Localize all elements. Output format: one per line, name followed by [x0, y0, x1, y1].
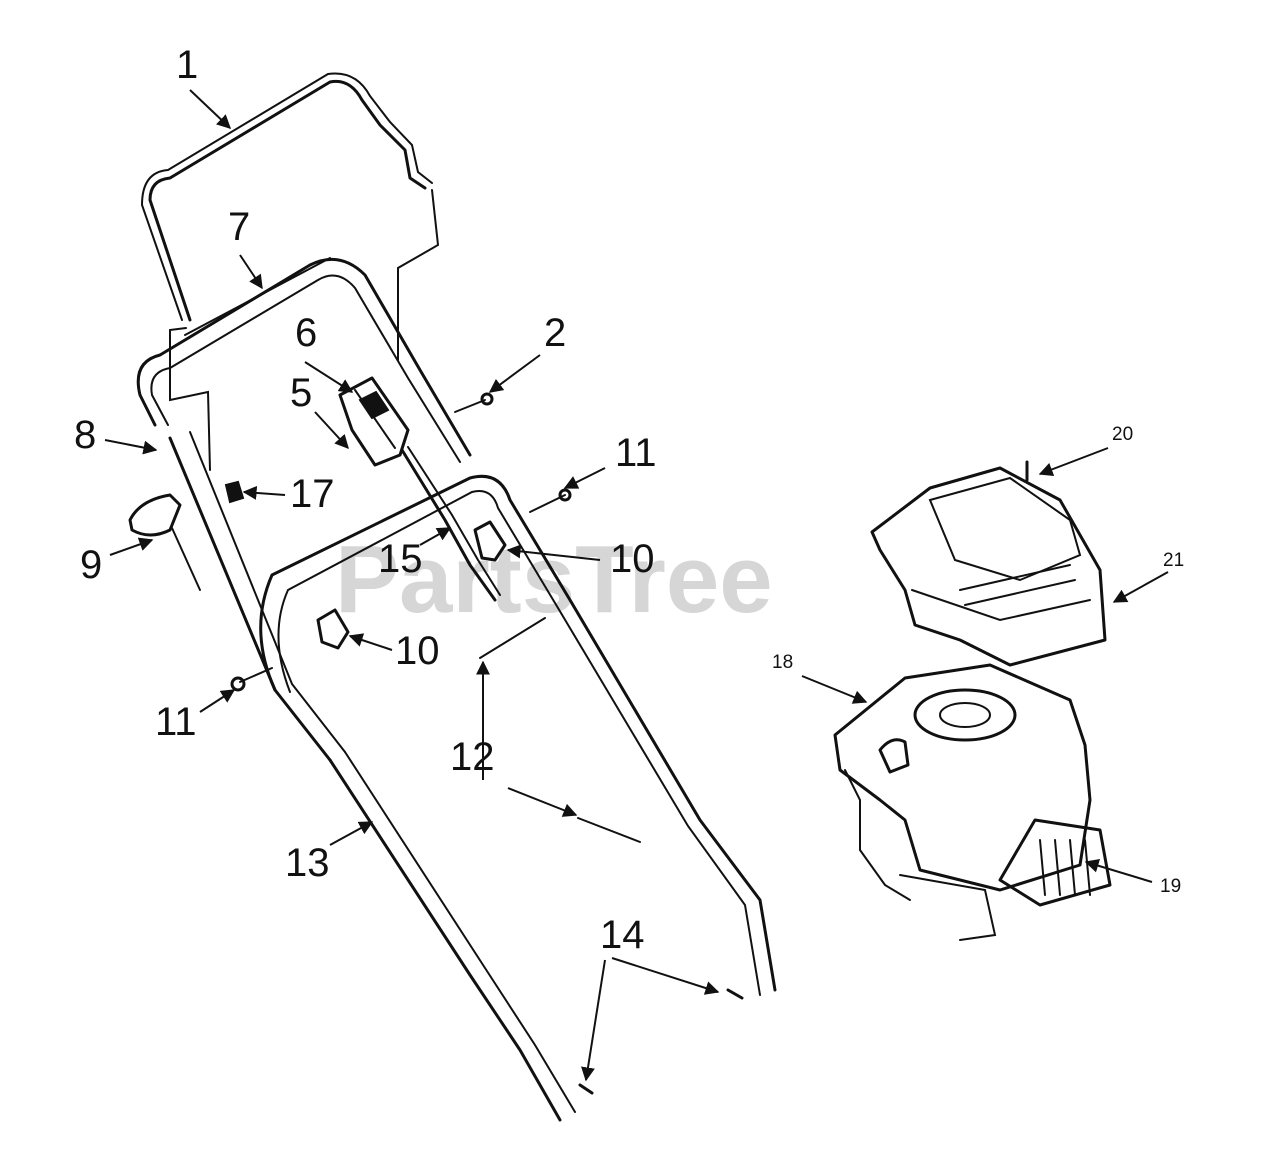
callout-13: 13: [285, 841, 330, 885]
callout-21: 21: [1163, 550, 1184, 571]
callout-6: 6: [295, 311, 317, 355]
part-14-pin-right: [726, 988, 744, 1000]
callout-10-upper: 10: [610, 537, 655, 581]
part-15-cable: [400, 446, 501, 602]
callout-8: 8: [74, 413, 96, 457]
callout-11-upper: 11: [615, 431, 657, 475]
part-21-engine-shroud: [870, 466, 1107, 667]
callout-11-lower: 11: [155, 700, 197, 744]
part-18-engine: [833, 663, 1112, 941]
callout-7: 7: [228, 205, 250, 249]
callout-18: 18: [772, 652, 793, 673]
part-12-rod-upper: [479, 617, 546, 659]
part-2-bolt: [454, 392, 494, 413]
callout-17: 17: [290, 472, 335, 516]
watermark: PartsTree: [335, 526, 773, 633]
part-1-bail-handle: [140, 72, 440, 471]
part-11-bolt-lower: [230, 667, 273, 692]
callout-10-lower: 10: [395, 629, 440, 673]
callout-14: 14: [600, 913, 645, 957]
part-9-starter-handle: [128, 493, 201, 591]
part-6-control-box: [338, 376, 410, 467]
part-10-knob-lower: [316, 608, 350, 650]
part-11-bolt-upper: [529, 488, 572, 513]
callout-9: 9: [80, 543, 102, 587]
callout-2: 2: [544, 311, 566, 355]
part-14-pin-left: [578, 1083, 594, 1095]
part-12-rod-lower: [577, 817, 641, 843]
callout-1: 1: [176, 43, 198, 87]
part-13-lower-handle: [259, 474, 777, 1122]
part-8-upper-handle: [136, 257, 472, 762]
part-17-rope-guide: [224, 480, 245, 504]
callout-5: 5: [290, 371, 312, 415]
leader-lines: [104, 89, 1169, 1082]
callout-20: 20: [1112, 424, 1133, 445]
callout-12: 12: [450, 735, 495, 779]
callout-19: 19: [1160, 876, 1181, 897]
callout-15: 15: [378, 537, 423, 581]
part-10-knob-upper: [473, 520, 507, 562]
